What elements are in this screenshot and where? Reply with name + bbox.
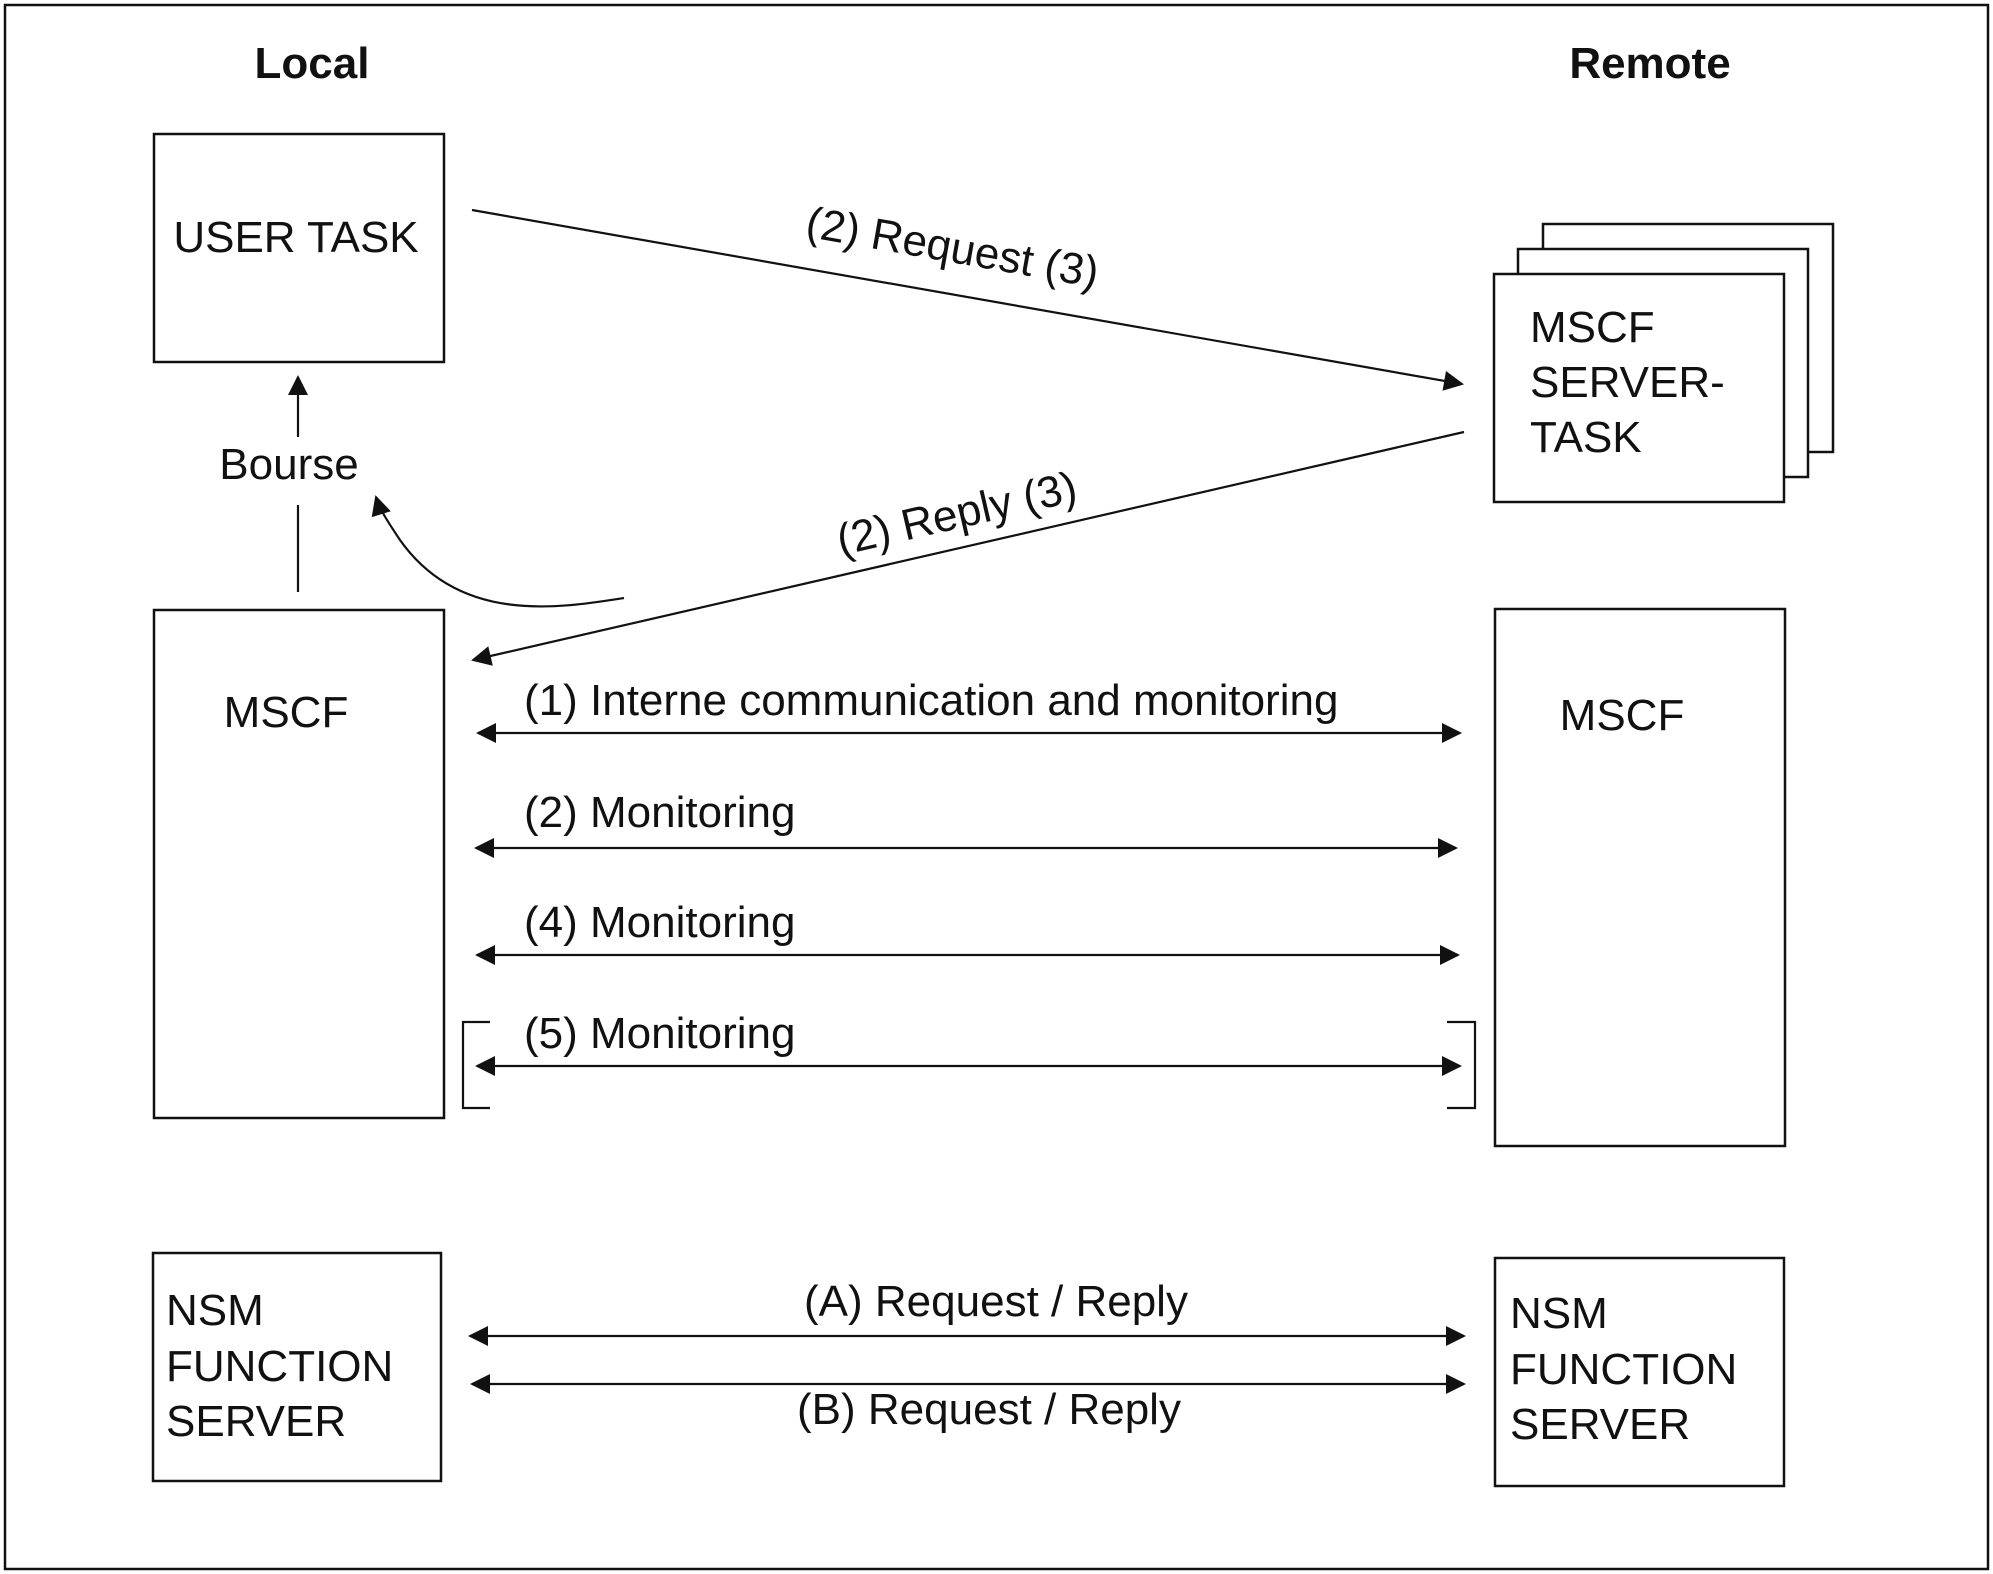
bourse-label: Bourse xyxy=(219,440,358,489)
server-task-label: MSCF SERVER- TASK xyxy=(1530,303,1737,462)
reply-arrow: (2) Reply (3) xyxy=(471,430,1465,666)
server-task-front-sheet xyxy=(1492,272,1786,504)
remote-mscf-label: MSCF xyxy=(1560,691,1685,740)
link-5-arrow: (5) Monitoring xyxy=(461,1009,1477,1110)
bourse-arrow: Bourse xyxy=(219,375,359,592)
link-2-arrow: (2) Monitoring xyxy=(474,788,1458,858)
mscf-server-task-stack: MSCF SERVER- TASK xyxy=(1492,222,1835,504)
remote-nsm-box: NSM FUNCTION SERVER xyxy=(1493,1256,1786,1488)
local-nsm-box: NSM FUNCTION SERVER xyxy=(151,1251,443,1483)
link-1-arrow: (1) Interne communication and monitoring xyxy=(476,676,1462,743)
request-arrow: (2) Request (3) xyxy=(471,198,1464,391)
diagram-frame xyxy=(3,3,1990,1571)
user-task-label: USER TASK xyxy=(173,213,418,262)
local-nsm-label: NSM FUNCTION SERVER xyxy=(166,1286,406,1446)
nsm-link-a-arrow: (A) Request / Reply xyxy=(468,1277,1466,1346)
local-mscf-label: MSCF xyxy=(224,688,349,737)
nsm-link-b-label: (B) Request / Reply xyxy=(797,1385,1181,1434)
local-header: Local xyxy=(255,39,370,88)
remote-mscf-box: MSCF xyxy=(1493,607,1787,1148)
remote-header: Remote xyxy=(1569,39,1730,88)
link-1-label: (1) Interne communication and monitoring xyxy=(524,676,1338,725)
request-label: (2) Request (3) xyxy=(803,198,1103,298)
remote-nsm-label: NSM FUNCTION SERVER xyxy=(1510,1289,1750,1449)
local-mscf-box: MSCF xyxy=(152,608,446,1120)
reply-to-bourse-arrow xyxy=(371,495,625,608)
link-5-label: (5) Monitoring xyxy=(524,1009,795,1058)
link-5-right-bracket xyxy=(1447,1020,1477,1110)
nsm-link-a-label: (A) Request / Reply xyxy=(804,1277,1188,1326)
link-4-label: (4) Monitoring xyxy=(524,898,795,947)
user-task-box: USER TASK xyxy=(152,132,446,364)
link-2-label: (2) Monitoring xyxy=(524,788,795,837)
link-5-left-bracket xyxy=(461,1020,490,1110)
link-4-arrow: (4) Monitoring xyxy=(475,898,1460,965)
nsm-link-b-arrow: (B) Request / Reply xyxy=(470,1374,1466,1434)
